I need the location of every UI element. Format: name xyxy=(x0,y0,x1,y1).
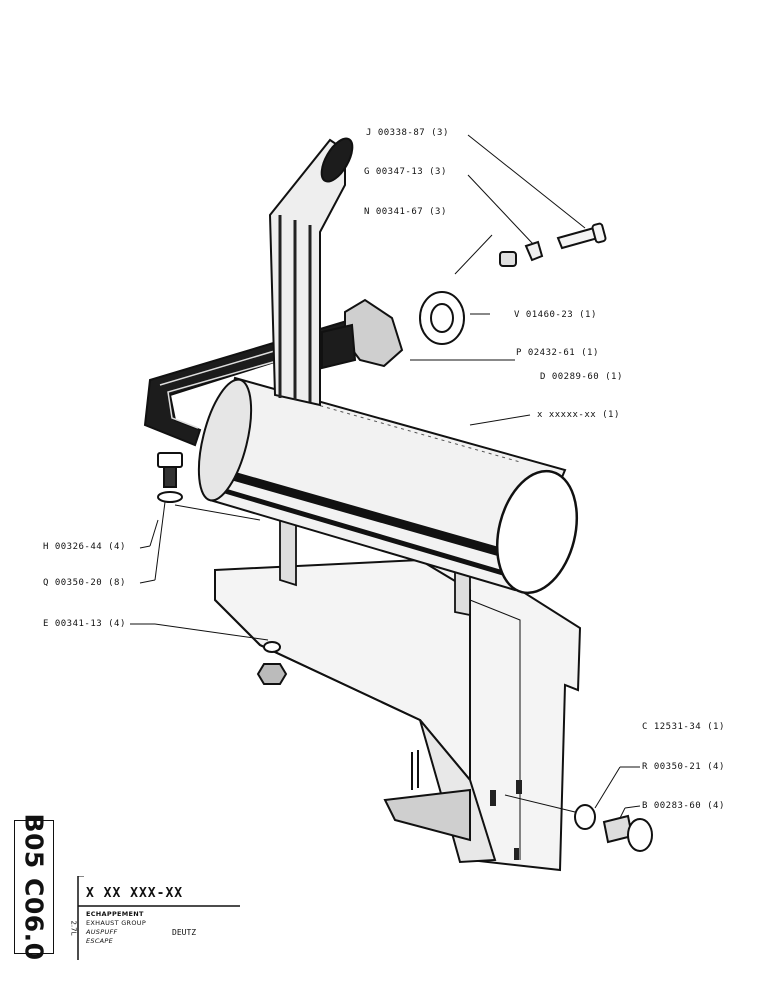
title-line-de: AUSPUFF xyxy=(86,928,118,936)
callout-J: J 00338-87 (3) xyxy=(366,128,449,138)
lower-bracket xyxy=(214,558,582,872)
inlet-flange xyxy=(321,298,404,370)
callout-V: V 01460-23 (1) xyxy=(514,310,597,320)
callout-G: G 00347-13 (3) xyxy=(364,167,447,177)
leader-lines xyxy=(130,134,641,819)
side-reference-code: B05 C06.0 xyxy=(14,813,54,961)
callout-C: C 12531-34 (1) xyxy=(642,722,725,732)
hardware-left xyxy=(157,452,288,685)
title-block: X XX XXX-XX ECHAPPEMENT EXHAUST GROUP AU… xyxy=(64,876,240,960)
callout-P: P 02432-61 (1) xyxy=(516,348,599,358)
side-reference-text: B05 C06.0 xyxy=(19,813,49,961)
callout-N: N 00341-67 (3) xyxy=(364,207,447,217)
muffler-body xyxy=(197,376,579,595)
callout-Q: Q 00350-20 (8) xyxy=(43,578,126,588)
title-block-version: 2.7L xyxy=(69,920,78,936)
title-block-frame xyxy=(77,876,240,960)
title-block-ref: X XX XXX-XX xyxy=(86,886,184,901)
hardware-right xyxy=(574,804,653,852)
title-line-fr: ECHAPPEMENT xyxy=(86,910,144,918)
callout-H: H 00326-44 (4) xyxy=(43,542,126,552)
callout-R: R 00350-21 (4) xyxy=(642,762,725,772)
hardware-top xyxy=(419,222,607,345)
title-line-en: EXHAUST GROUP xyxy=(86,919,147,927)
title-block-sub: DEUTZ xyxy=(172,928,197,937)
callout-X: x xxxxx-xx (1) xyxy=(537,410,620,420)
callout-D: D 00289-60 (1) xyxy=(540,372,623,382)
title-line-es: ESCAPE xyxy=(86,937,114,945)
support-leg xyxy=(383,719,497,864)
callout-B: B 00283-60 (4) xyxy=(642,801,725,811)
callout-E: E 00341-13 (4) xyxy=(43,619,126,629)
exhaust-pipe xyxy=(268,137,354,407)
